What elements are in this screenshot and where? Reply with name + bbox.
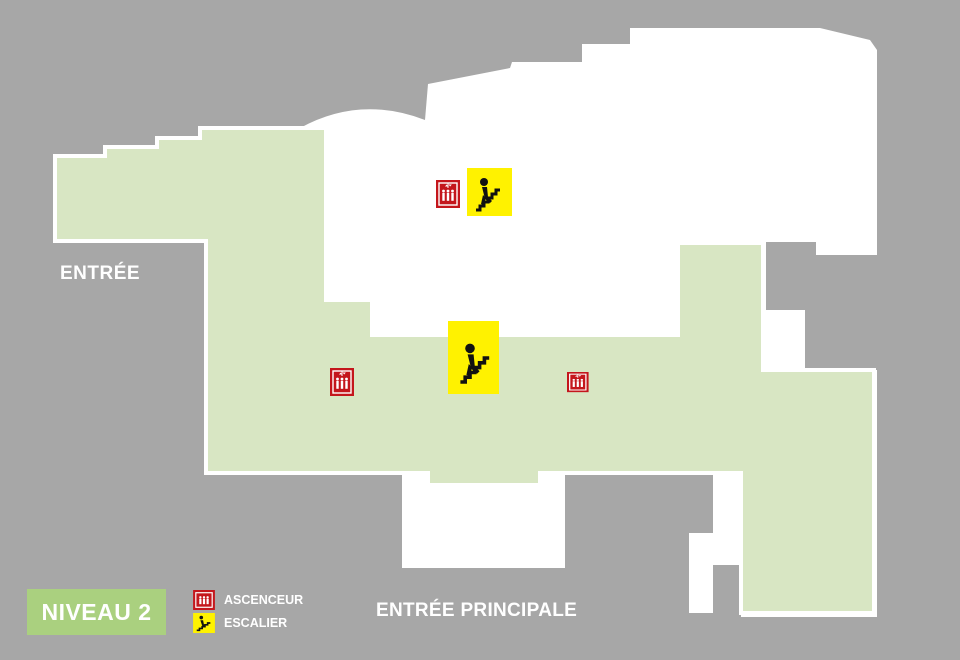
level-badge: NIVEAU 2 (27, 589, 166, 635)
legend-item-stairs: ESCALIER (193, 613, 303, 633)
legend-item-elevator: ASCENCEUR (193, 590, 303, 610)
stairs-icon (193, 613, 215, 633)
legend-stairs-label: ESCALIER (224, 616, 288, 630)
legend: ASCENCEUR ESCALIER (193, 590, 303, 636)
stairs-icon-background (467, 168, 512, 216)
entrance-label: ENTRÉE (60, 263, 141, 284)
elevator-icon (435, 179, 461, 209)
main-entrance-label: ENTRÉE PRINCIPALE (376, 600, 578, 621)
elevator-icon (193, 590, 215, 610)
elevator-icon (329, 367, 355, 397)
elevator-icon (566, 371, 590, 393)
legend-elevator-label: ASCENCEUR (224, 593, 304, 607)
